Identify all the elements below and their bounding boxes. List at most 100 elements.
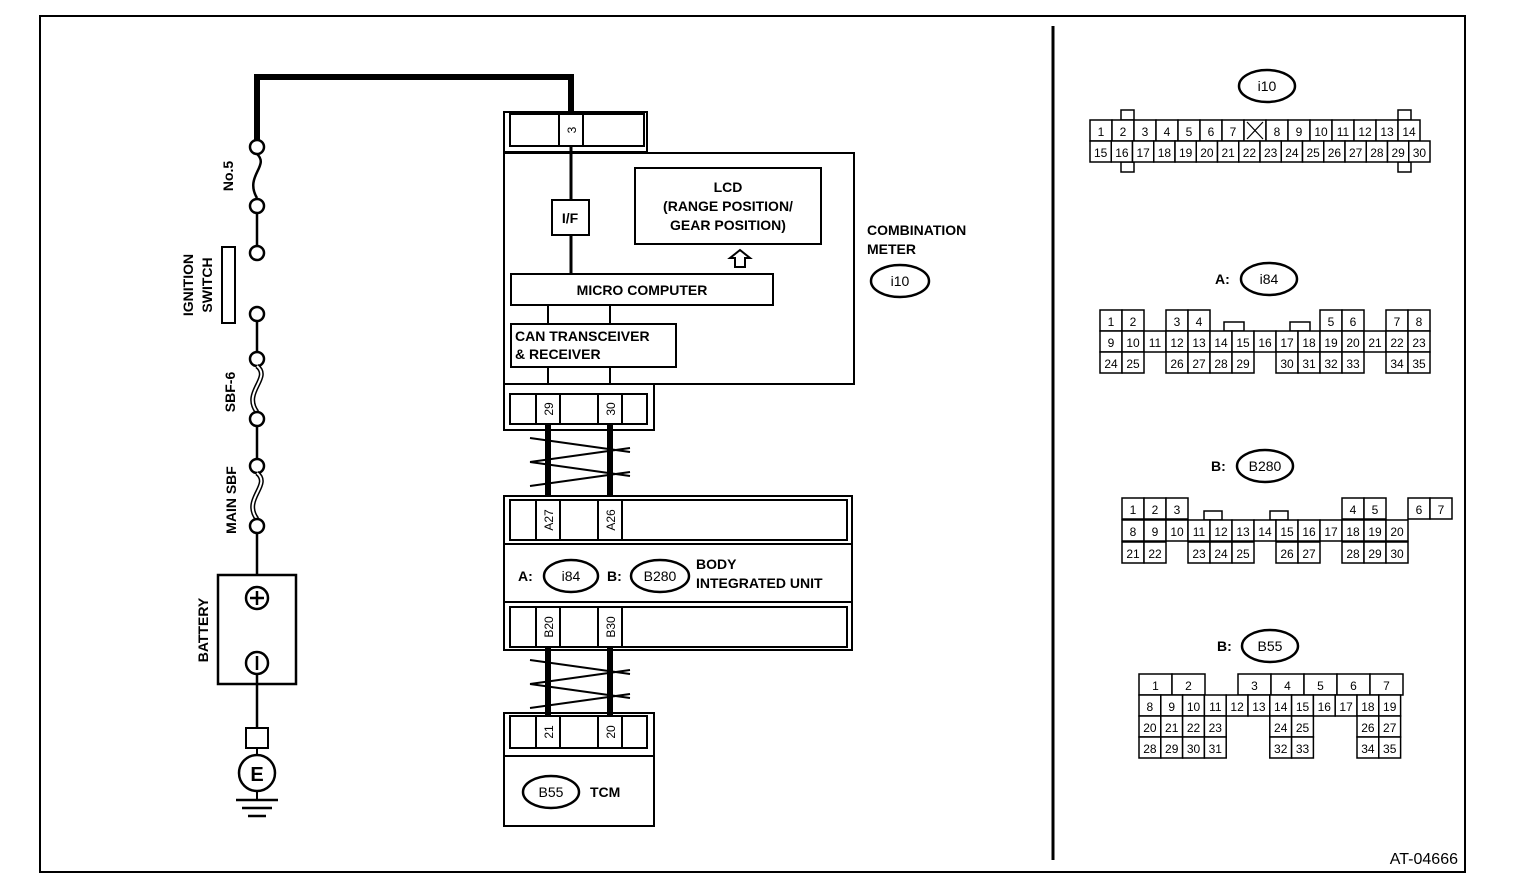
biu-bottom-connector <box>509 606 848 648</box>
biu-a-connector-label: i84 <box>562 568 581 584</box>
pin-label: 2 <box>1130 315 1137 329</box>
can-block <box>510 323 677 368</box>
pin-label: 15 <box>1296 700 1310 714</box>
pin-label: 28 <box>1214 357 1228 371</box>
pin-label: 29 <box>1236 357 1250 371</box>
pin-label: 34 <box>1361 742 1375 756</box>
pin-label: 15 <box>1094 146 1108 160</box>
pin-label: 29 <box>1165 742 1179 756</box>
pin-label: 15 <box>1280 525 1294 539</box>
twist-line-6 <box>529 669 631 685</box>
power-circuit: No.5 IGNITION SWITCH SBF-6 MAIN SBF BATT… <box>180 74 574 818</box>
b280-prefix: B: <box>1211 458 1226 474</box>
pin-label: 30 <box>1187 742 1201 756</box>
pin-label: 15 <box>1236 336 1250 350</box>
pin-cell <box>1407 351 1431 374</box>
pin-label: 12 <box>1358 125 1372 139</box>
pin-label: 3 <box>1174 503 1181 517</box>
fuse-no5-terminal-bottom <box>248 197 266 215</box>
pin-label: 20 <box>1200 146 1214 160</box>
pin-label: 16 <box>1115 146 1129 160</box>
pin-label: 19 <box>1368 525 1382 539</box>
pin-label: 24 <box>1274 721 1288 735</box>
pin-label: 1 <box>1130 503 1137 517</box>
biu-a-connector-badge <box>542 558 600 594</box>
pin-label: 5 <box>1317 679 1324 693</box>
pin-label: 6 <box>1208 125 1215 139</box>
pin-label: 7 <box>1383 679 1390 693</box>
pin-label: 23 <box>1209 721 1223 735</box>
latch-tab <box>1203 510 1223 521</box>
pin-label: 18 <box>1302 336 1316 350</box>
i84-prefix: A: <box>1215 271 1230 287</box>
pin-label: 14 <box>1402 125 1416 139</box>
pin-label: 21 <box>1165 721 1179 735</box>
sbf6-terminal-bottom <box>248 410 266 428</box>
tcm-body <box>503 712 655 827</box>
i84-badge <box>1239 261 1299 297</box>
pin-label: 30 <box>1280 357 1294 371</box>
pin-label: 18 <box>1346 525 1360 539</box>
twist-line-2 <box>529 447 631 463</box>
can-twisted-pair-lower <box>529 647 631 718</box>
pin-label: 24 <box>1104 357 1118 371</box>
pin-label: 19 <box>1179 146 1193 160</box>
pin-label: 30 <box>1390 547 1404 561</box>
pin-label: 10 <box>1314 125 1328 139</box>
pin-label: 35 <box>1383 742 1397 756</box>
pin-label: 8 <box>1416 315 1423 329</box>
ignition-switch-label-1: IGNITION <box>180 254 196 316</box>
tcm-connector-badge <box>521 774 581 810</box>
pin-label: 20 <box>1143 721 1157 735</box>
pin-label: 35 <box>1412 357 1426 371</box>
pin-label: 25 <box>1296 721 1310 735</box>
pin-label: 14 <box>1258 525 1272 539</box>
pin-label: 6 <box>1350 315 1357 329</box>
i10-label: i10 <box>1258 78 1277 94</box>
pin-label: 24 <box>1285 146 1299 160</box>
pin-label: 16 <box>1258 336 1272 350</box>
pin-label: 9 <box>1168 700 1175 714</box>
pin-label: 12 <box>1170 336 1184 350</box>
pin-label: 34 <box>1390 357 1404 371</box>
pin-label: 21 <box>1126 547 1140 561</box>
pin-label: 28 <box>1346 547 1360 561</box>
ignition-terminal-top <box>248 244 266 262</box>
pin-label: 11 <box>1149 336 1162 350</box>
pin-label: 8 <box>1147 700 1154 714</box>
pin-label: 6 <box>1416 503 1423 517</box>
lcd-label-2: (RANGE POSITION/ <box>663 198 793 214</box>
pin-label: 5 <box>1186 125 1193 139</box>
pin-label: 24 <box>1214 547 1228 561</box>
pin-label: 21 <box>1368 336 1382 350</box>
tcm: 21 20 B55 TCM <box>503 712 655 827</box>
power-wire <box>254 74 574 145</box>
sbf6-element-inner <box>251 365 263 413</box>
pin-cell <box>1290 736 1315 759</box>
fuse-no5-terminal-top <box>248 138 266 156</box>
main-sbf-label: MAIN SBF <box>223 466 239 534</box>
pin-label: 25 <box>1306 146 1320 160</box>
biu-title-1: BODY <box>696 556 737 572</box>
twist-line-4 <box>529 471 631 487</box>
biu-pin-b30: B30 <box>604 616 618 638</box>
i10-badge <box>1237 68 1297 104</box>
biu-pin-a27: A27 <box>542 509 556 531</box>
pin-label: 26 <box>1361 721 1375 735</box>
pin-label: 6 <box>1350 679 1357 693</box>
biu-b-prefix: B: <box>607 568 622 584</box>
pin-label: 22 <box>1187 721 1201 735</box>
pin-label: 10 <box>1187 700 1201 714</box>
pin-cell <box>1378 736 1402 759</box>
biu-b-connector-label: B280 <box>644 568 677 584</box>
pin-label: 13 <box>1380 125 1394 139</box>
b55-label: B55 <box>1258 638 1283 654</box>
pin-label: 28 <box>1370 146 1384 160</box>
pin-label: 13 <box>1192 336 1206 350</box>
latch-tab <box>1289 321 1311 332</box>
pin-label: 22 <box>1148 547 1162 561</box>
biu-title-2: INTEGRATED UNIT <box>696 575 823 591</box>
